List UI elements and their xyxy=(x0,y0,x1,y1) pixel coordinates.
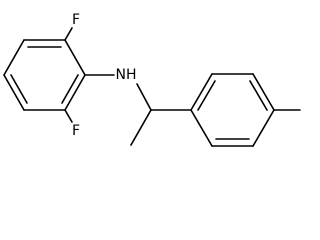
ring1-bond-bottom-left xyxy=(3,74,25,111)
molecule-structure: F F NH xyxy=(3,12,301,147)
ring2-double-left xyxy=(197,80,216,111)
ring1-double-right xyxy=(61,74,79,104)
ring1-bond-top-right xyxy=(64,39,86,76)
bond-c-f-bottom xyxy=(64,109,73,123)
ring2-double-right xyxy=(249,80,268,111)
fluorine-bottom-label: F xyxy=(72,123,80,139)
amine-nh-label: NH xyxy=(116,67,137,83)
ring2-bond-left-bottom xyxy=(190,109,213,147)
ring1-bond-bottom-right xyxy=(64,74,86,111)
ring2-bond-left-top xyxy=(190,73,213,111)
fluorine-top-label: F xyxy=(72,12,80,28)
ring1-bond-top-left xyxy=(3,39,25,76)
ring2-bond-bottom-right xyxy=(252,109,275,147)
bond-c-f-top xyxy=(64,27,73,41)
difluorophenyl-ring xyxy=(3,39,86,111)
methylphenyl-ring xyxy=(190,73,275,147)
bond-n-ch xyxy=(136,83,152,111)
bond-ch-methyl xyxy=(130,109,152,146)
ring1-double-left xyxy=(10,74,28,104)
ring2-bond-top-right xyxy=(252,73,275,111)
